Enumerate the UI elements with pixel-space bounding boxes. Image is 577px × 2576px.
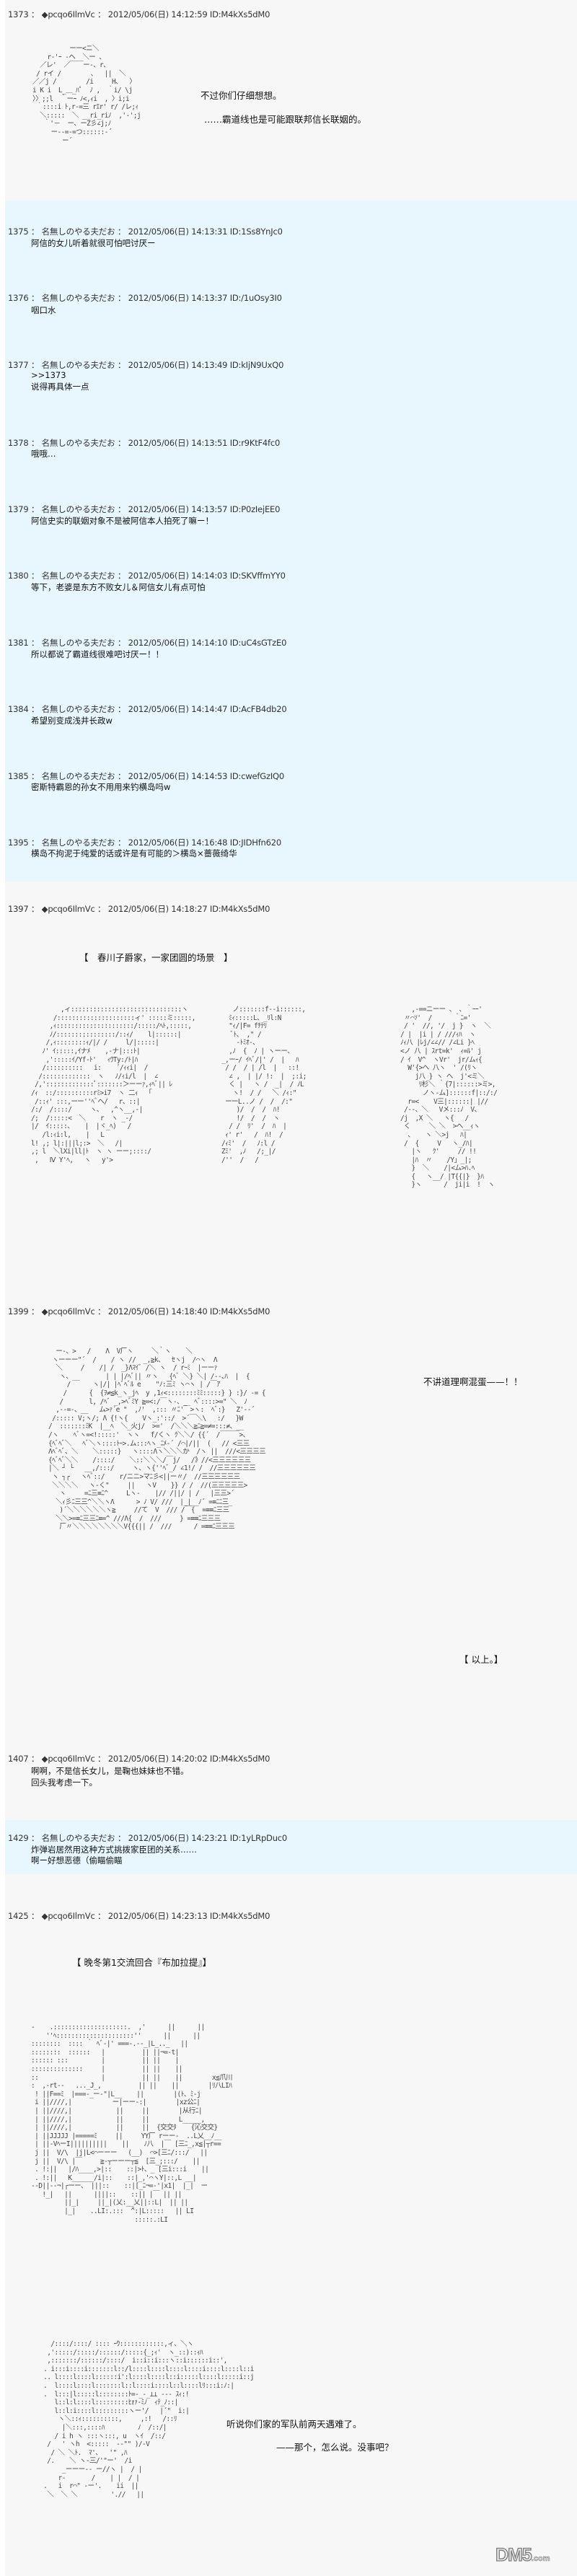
author-block: 1397 ： ◆pcqo6IlmVc ： 2012/05/06(日) 14:18…: [5, 882, 577, 1820]
post-1425: 1425 ： ◆pcqo6IlmVc ： 2012/05/06(日) 14:23…: [5, 1874, 577, 2576]
post-header: 1395 ： 名無しのやる夫だお ： 2012/05/06(日) 14:16:4…: [8, 838, 281, 848]
post-body: 等下，老婆是东方不败女儿＆阿信女儿有点可怕: [31, 582, 206, 592]
thread-page: 1373 ： ◆pcqo6IlmVc ： 2012/05/06(日) 14:12…: [5, 0, 577, 2576]
post-body: 回头我考虑一下。: [31, 1777, 97, 1788]
dialogue-line: 听说你们家的军队前两天遇难了。: [226, 2419, 362, 2430]
end-note: 【 以上。】: [459, 1654, 503, 1665]
watermark-logo: DM5.com: [495, 2544, 568, 2565]
ascii-art-family-center: ノ:::::::f--i::::::, ﾐｨ:::::L、_ﾘl:N "ｨ/|F…: [221, 1006, 307, 1164]
post-header: 1397 ： ◆pcqo6IlmVc ： 2012/05/06(日) 14:18…: [8, 904, 270, 914]
post-header: 1425 ： ◆pcqo6IlmVc ： 2012/05/06(日) 14:23…: [8, 1911, 270, 1921]
dialogue-line: ——那个，怎么说。没事吧？: [276, 2442, 394, 2453]
post-header: 1399 ： ◆pcqo6IlmVc ： 2012/05/06(日) 14:18…: [8, 1306, 270, 1316]
post-1429: 1429 ： 名無しのやる夫だお ： 2012/05/06(日) 14:23:2…: [5, 1820, 577, 1874]
post-header: 1380 ： 名無しのやる夫だお ： 2012/05/06(日) 14:14:0…: [8, 571, 286, 581]
dialogue-line: 不讲道理啊混蛋——！！: [423, 1376, 523, 1387]
post-header: 1429 ： 名無しのやる夫だお ： 2012/05/06(日) 14:23:2…: [8, 1833, 288, 1843]
post-1373: 1373 ： ◆pcqo6IlmVc ： 2012/05/06(日) 14:12…: [5, 0, 577, 201]
post-header: 1378 ： 名無しのやる夫だお ： 2012/05/06(日) 14:13:5…: [8, 438, 281, 448]
dialogue-line: 不过你们仔细想想。: [201, 90, 282, 101]
post-body: 阿信史实的联姻对象不是被阿信本人拍死了嘛ー！: [31, 516, 213, 526]
watermark-brand: DM5: [495, 2544, 532, 2565]
post-body: 横岛不拘泥于纯爱的话或许是有可能的＞横岛×蔷薇绮华: [31, 848, 237, 858]
post-body: 阿信的女儿听着就很可怕吧讨厌ー: [31, 238, 156, 248]
ascii-art-girl: /::::/::::/ :::: ｰｳ::::::::::::,ィ、＼ヽ ,':…: [43, 2340, 254, 2499]
post-body: 所以都说了霸道线很难吧讨厌ー！！: [31, 649, 164, 659]
post-body: 咽口水: [31, 305, 56, 315]
reply-block: 1375 ： 名無しのやる夫だお ： 2012/05/06(日) 14:13:3…: [5, 201, 577, 882]
post-body: 炸弹岩居然用这种方式挑拨家臣团的关系……: [31, 1845, 197, 1855]
post-body: 希望别变成浅井长政w: [31, 716, 113, 726]
post-header: 1384 ： 名無しのやる夫だお ： 2012/05/06(日) 14:14:4…: [8, 704, 287, 714]
scene-title: 【 春川子爵家，一家团圆的场景 】: [79, 952, 233, 963]
post-header: 1385 ： 名無しのやる夫だお ： 2012/05/06(日) 14:14:5…: [8, 771, 284, 781]
ascii-art-angry: ー‐、> / Λ V厂ヽ ＼｀ヽ ＼ ヽーーー"´ / / ヽ // _,≧k、…: [48, 1348, 266, 1531]
post-header: 1373 ： ◆pcqo6IlmVc ： 2012/05/06(日) 14:12…: [8, 9, 270, 19]
ascii-art-room: - .::::::::::::::::::::. ,' || || ''ﾍ:::…: [31, 2023, 233, 2224]
post-body: 密斯特霸恩的孙女不用用来钓横岛吗w: [31, 782, 171, 792]
post-body: 说得再具体一点: [31, 382, 89, 392]
post-header: 1379 ： 名無しのやる夫だお ： 2012/05/06(日) 14:13:5…: [8, 504, 281, 514]
post-body: 哦哦…: [31, 449, 56, 459]
post-header: 1375 ： 名無しのやる夫だお ： 2012/05/06(日) 14:13:3…: [8, 227, 283, 237]
ascii-art-family-right: ,-==ニーー 、 ､ ｀ｰｰ' 〃⌒ｿ' / ｀ﾆ=' / ' //, '/ …: [400, 1006, 498, 1190]
post-header: 1381 ： 名無しのやる夫だお ： 2012/05/06(日) 14:14:1…: [8, 638, 287, 648]
post-body: 啊啊，不是信长女儿，是鞠也妹妹也不错。: [31, 1766, 189, 1776]
ascii-art-family-left: ,ィ::::::::::::::::::::::::::::::ヽ /:::::…: [31, 1006, 195, 1164]
post-header: 1376 ： 名無しのやる夫だお ： 2012/05/06(日) 14:13:3…: [8, 293, 282, 303]
dialogue-line: ……霸道线也是可能跟联邦信长联姻的。: [204, 114, 367, 125]
ascii-art-ring: ーー<ニ＼ r‐'ｰ ‐ヘ ＼ー 、 ／レ' ／￣￣ー-、r、 / rイ / 、…: [32, 45, 141, 145]
post-header: 1407 ： ◆pcqo6IlmVc ： 2012/05/06(日) 14:20…: [8, 1754, 270, 1764]
post-header: 1377 ： 名無しのやる夫だお ： 2012/05/06(日) 14:13:4…: [8, 360, 284, 370]
scene-title: 【 晚冬第1交流回合『布加拉提』】: [72, 1957, 212, 1968]
post-body: 啊ー好想恶德（偷瞄偷瞄: [31, 1855, 123, 1865]
watermark-suffix: .com: [531, 2554, 550, 2564]
reply-anchor-link[interactable]: >>1373: [31, 370, 66, 380]
